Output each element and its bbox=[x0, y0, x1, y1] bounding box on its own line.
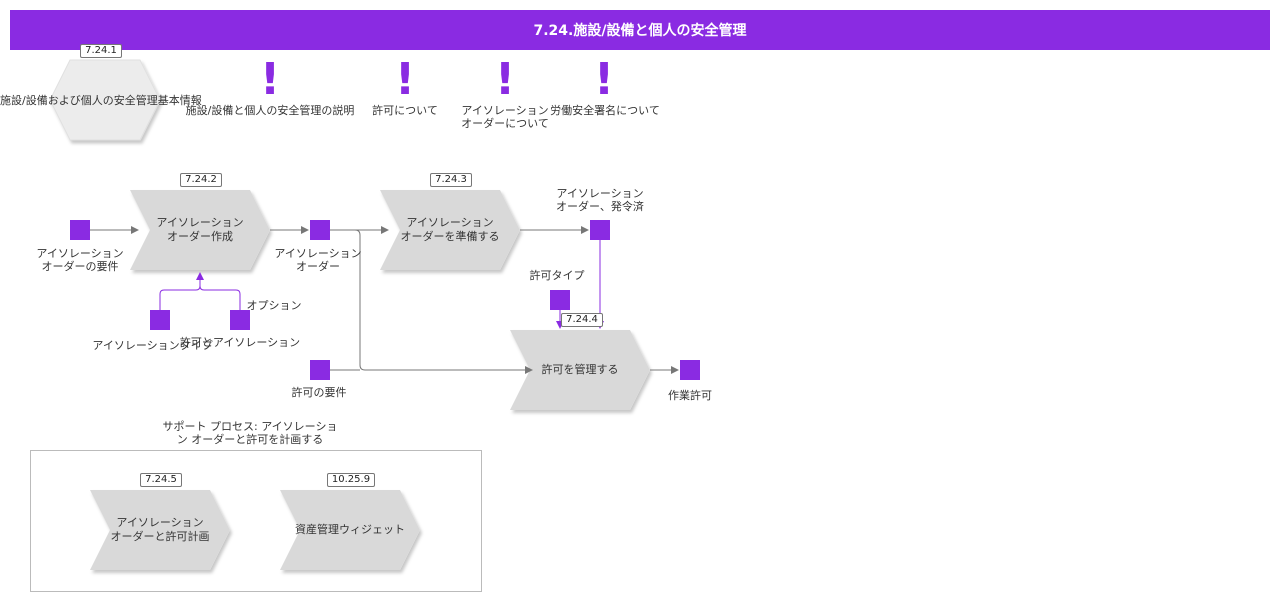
connector-order-to-permit bbox=[330, 229, 533, 374]
process-label-7-24-3: アイソレーション オーダーを準備する bbox=[390, 210, 510, 250]
label-line: アイソレーション bbox=[156, 216, 244, 229]
tag-10-25-9: 10.25.9 bbox=[327, 473, 375, 487]
note-permit-label: 許可について bbox=[372, 104, 438, 117]
label-line: アイソレーション bbox=[556, 187, 644, 200]
label-line: オーダー作成 bbox=[167, 230, 233, 243]
tag-7-24-3: 7.24.3 bbox=[430, 173, 472, 187]
process-label-7-24-5: アイソレーション オーダーと許可計画 bbox=[100, 510, 220, 550]
node-label-isolation-type: アイソレーションタイプ bbox=[92, 339, 213, 352]
note-exclamation-icon[interactable]: ! bbox=[395, 54, 416, 105]
data-node-permit-and-isolation[interactable] bbox=[230, 310, 250, 330]
support-process-container bbox=[30, 450, 482, 592]
label-line: アイソレーション bbox=[116, 516, 204, 529]
process-shape-7-24-2[interactable] bbox=[130, 190, 270, 270]
data-node-isolation-order-requirements[interactable] bbox=[70, 220, 90, 240]
note-description-label: 施設/設備と個人の安全管理の説明 bbox=[185, 104, 355, 117]
page-title: 7.24.施設/設備と個人の安全管理 bbox=[533, 23, 747, 39]
support-process-title: サポート プロセス: アイソレーショ ン オーダーと許可を計画する bbox=[150, 420, 350, 446]
tag-7-24-1: 7.24.1 bbox=[80, 44, 122, 58]
label-line: オーダーの要件 bbox=[41, 260, 119, 273]
note-exclamation-icon[interactable]: ! bbox=[495, 54, 516, 105]
data-node-permit-type[interactable] bbox=[550, 290, 570, 310]
process-label-7-24-4: 許可を管理する bbox=[541, 363, 619, 376]
process-label-7-24-2: アイソレーション オーダー作成 bbox=[140, 210, 260, 250]
node-label-isolation-order-requirements: アイソレーション オーダーの要件 bbox=[20, 247, 140, 273]
node-label-work-permit: 作業許可 bbox=[668, 389, 712, 402]
connector-options-to-create bbox=[159, 272, 204, 310]
label-line: オーダー bbox=[296, 260, 340, 273]
node-label-isolation-order-issued: アイソレーション オーダー、発令済 bbox=[540, 187, 660, 213]
data-node-isolation-order[interactable] bbox=[310, 220, 330, 240]
node-label-option: オプション bbox=[246, 299, 302, 312]
label-line: オーダー、発令済 bbox=[556, 200, 644, 213]
data-node-permit-requirements[interactable] bbox=[310, 360, 330, 380]
tag-7-24-2: 7.24.2 bbox=[180, 173, 222, 187]
process-shape-7-24-3[interactable] bbox=[380, 190, 520, 270]
process-shape-7-24-5[interactable] bbox=[90, 490, 230, 570]
node-label-permit-type: 許可タイプ bbox=[529, 269, 585, 282]
tag-7-24-5: 7.24.5 bbox=[140, 473, 182, 487]
process-shape-10-25-9[interactable] bbox=[280, 490, 420, 570]
data-node-isolation-order-issued[interactable] bbox=[590, 220, 610, 240]
note-exclamation-icon[interactable]: ! bbox=[260, 54, 281, 105]
node-label-permit-and-isolation: 許可とアイソレーション bbox=[179, 336, 301, 349]
label-line: アイソレーション bbox=[36, 247, 124, 260]
label-line: アイソレーション bbox=[461, 104, 549, 117]
page-header: 7.24.施設/設備と個人の安全管理 bbox=[10, 10, 1270, 50]
label-line: ン オーダーと許可を計画する bbox=[176, 433, 324, 446]
data-node-isolation-type[interactable] bbox=[150, 310, 170, 330]
label-line: アイソレーション bbox=[406, 216, 494, 229]
note-isolation-order-label: アイソレーション オーダーについて bbox=[455, 104, 555, 130]
hex-basic-info-shape[interactable] bbox=[49, 59, 161, 141]
data-node-work-permit[interactable] bbox=[680, 360, 700, 380]
process-shape-7-24-4[interactable] bbox=[510, 330, 650, 410]
node-label-isolation-order: アイソレーション オーダー bbox=[260, 247, 376, 273]
note-safety-signature-label: 労働安全署名について bbox=[550, 104, 660, 117]
label-line: オーダーを準備する bbox=[400, 230, 500, 243]
hex-basic-info-label: 施設/設備および個人の安全管理基本情報 bbox=[0, 94, 202, 107]
note-exclamation-icon[interactable]: ! bbox=[594, 54, 615, 105]
process-label-10-25-9: 資産管理ウィジェット bbox=[295, 523, 405, 536]
label-line: オーダーについて bbox=[461, 117, 549, 130]
connector-permitiso-to-create bbox=[199, 285, 241, 310]
label-line: オーダーと許可計画 bbox=[110, 530, 210, 543]
node-label-permit-requirements: 許可の要件 bbox=[291, 386, 347, 399]
tag-7-24-4: 7.24.4 bbox=[561, 313, 603, 327]
label-line: アイソレーション bbox=[274, 247, 362, 260]
label-line: サポート プロセス: アイソレーショ bbox=[162, 420, 338, 433]
